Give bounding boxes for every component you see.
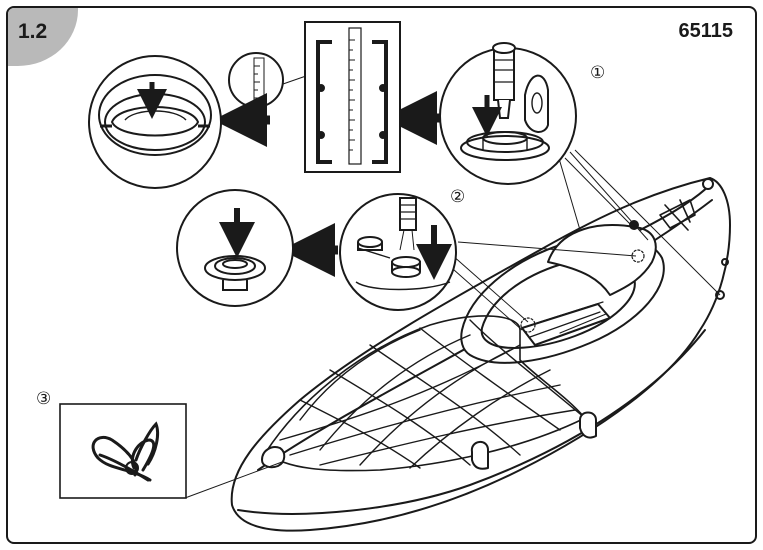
pump-nozzle-icon [492, 42, 516, 119]
valve-cap-closed-detail [88, 55, 222, 189]
callout-3: ③ [36, 389, 51, 409]
spring-valve-detail-circle [176, 189, 294, 307]
step-number: 1.2 [18, 20, 48, 43]
gauge-magnifier [228, 52, 284, 108]
valve-pump-detail-circle [339, 193, 457, 311]
valve-detail-circle [439, 42, 577, 185]
rope-knot-icon [91, 421, 160, 482]
leader-lines [184, 75, 721, 499]
callout-1: ① [590, 63, 605, 83]
pressure-gauge-box [304, 21, 401, 173]
callout-2: ② [450, 187, 465, 207]
manual-page: 1.2 65115 [6, 6, 757, 544]
rope-detail-box [59, 403, 187, 499]
kayak-illustration [230, 177, 731, 532]
model-number: 65115 [678, 20, 733, 42]
